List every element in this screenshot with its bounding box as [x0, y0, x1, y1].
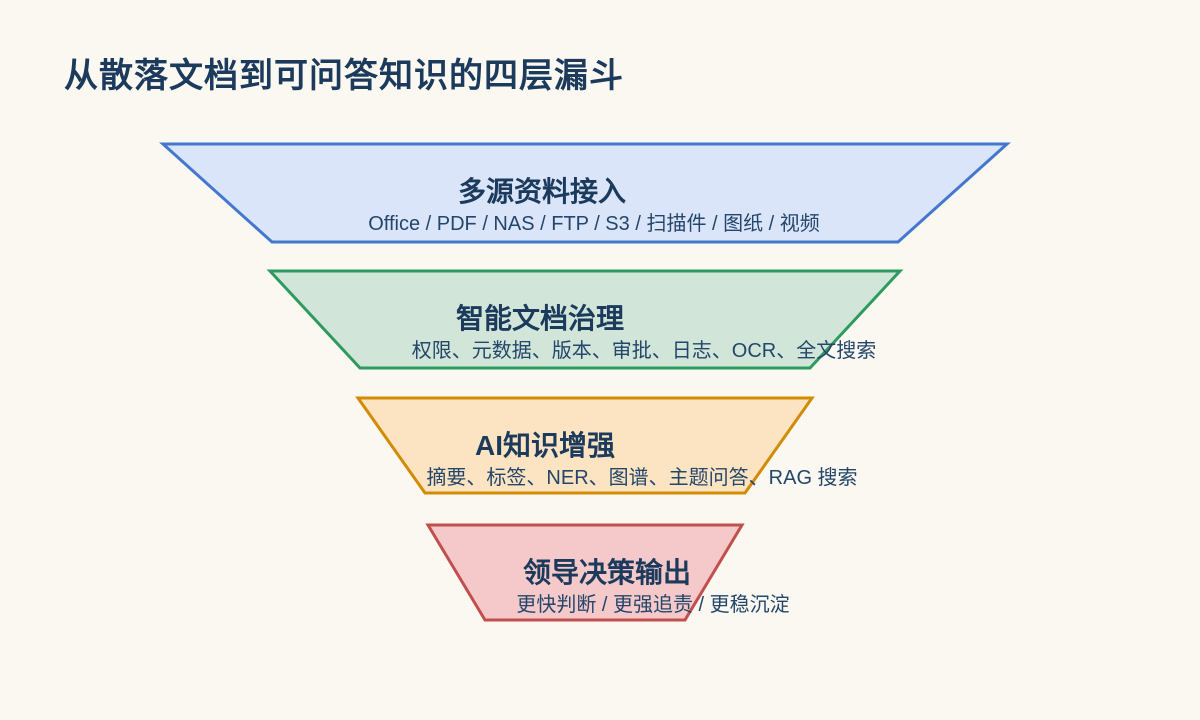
- funnel-layer-1-subtitle: Office / PDF / NAS / FTP / S3 / 扫描件 / 图纸…: [368, 213, 820, 235]
- funnel-layer-2-subtitle: 权限、元数据、版本、审批、日志、OCR、全文搜索: [411, 340, 877, 362]
- funnel-layer-3-shape: [355, 396, 815, 495]
- funnel-layer-1-title: 多源资料接入: [457, 176, 627, 207]
- funnel-layer-1-shape: [159, 142, 1011, 244]
- funnel-layer-4-subtitle: 更快判断 / 更强追责 / 更稳沉淀: [516, 594, 790, 616]
- page-title: 从散落文档到可问答知识的四层漏斗: [64, 57, 624, 95]
- funnel-layer-4-shape: [425, 523, 745, 622]
- funnel-layer-3-subtitle: 摘要、标签、NER、图谱、主题问答、RAG 搜索: [426, 467, 858, 489]
- funnel-layer-2-shape: [266, 269, 904, 370]
- funnel-layer-4-title: 领导决策输出: [522, 557, 692, 588]
- funnel-layer-2-title: 智能文档治理: [455, 303, 625, 334]
- funnel-layer-3-title: AI知识增强: [474, 430, 616, 461]
